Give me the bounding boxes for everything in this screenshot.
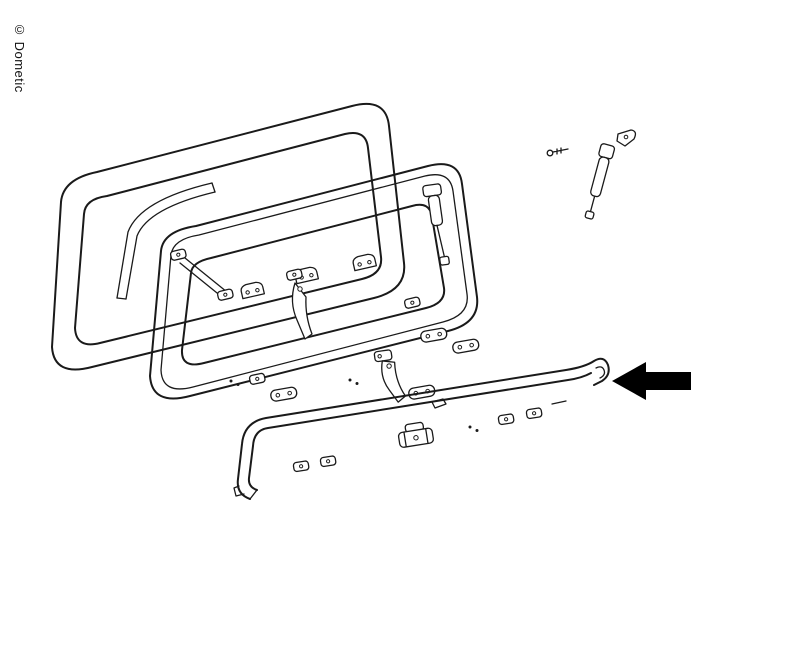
rail-brackets [292,400,567,473]
outer-frame [51,102,406,371]
exploded-stay-kit [546,129,637,220]
bracket-plates [248,326,481,409]
center-latch [285,267,313,340]
inner-frame-with-seal [149,163,479,400]
indicator-arrow [612,362,691,400]
bottom-rail [233,357,610,500]
copyright-text: © Dometic [12,22,27,93]
right-window-stay [422,183,450,266]
corner-seal-strip [116,182,216,300]
hinge-fittings [239,252,422,310]
left-window-stay [169,247,235,302]
latch-assembly [373,349,407,403]
